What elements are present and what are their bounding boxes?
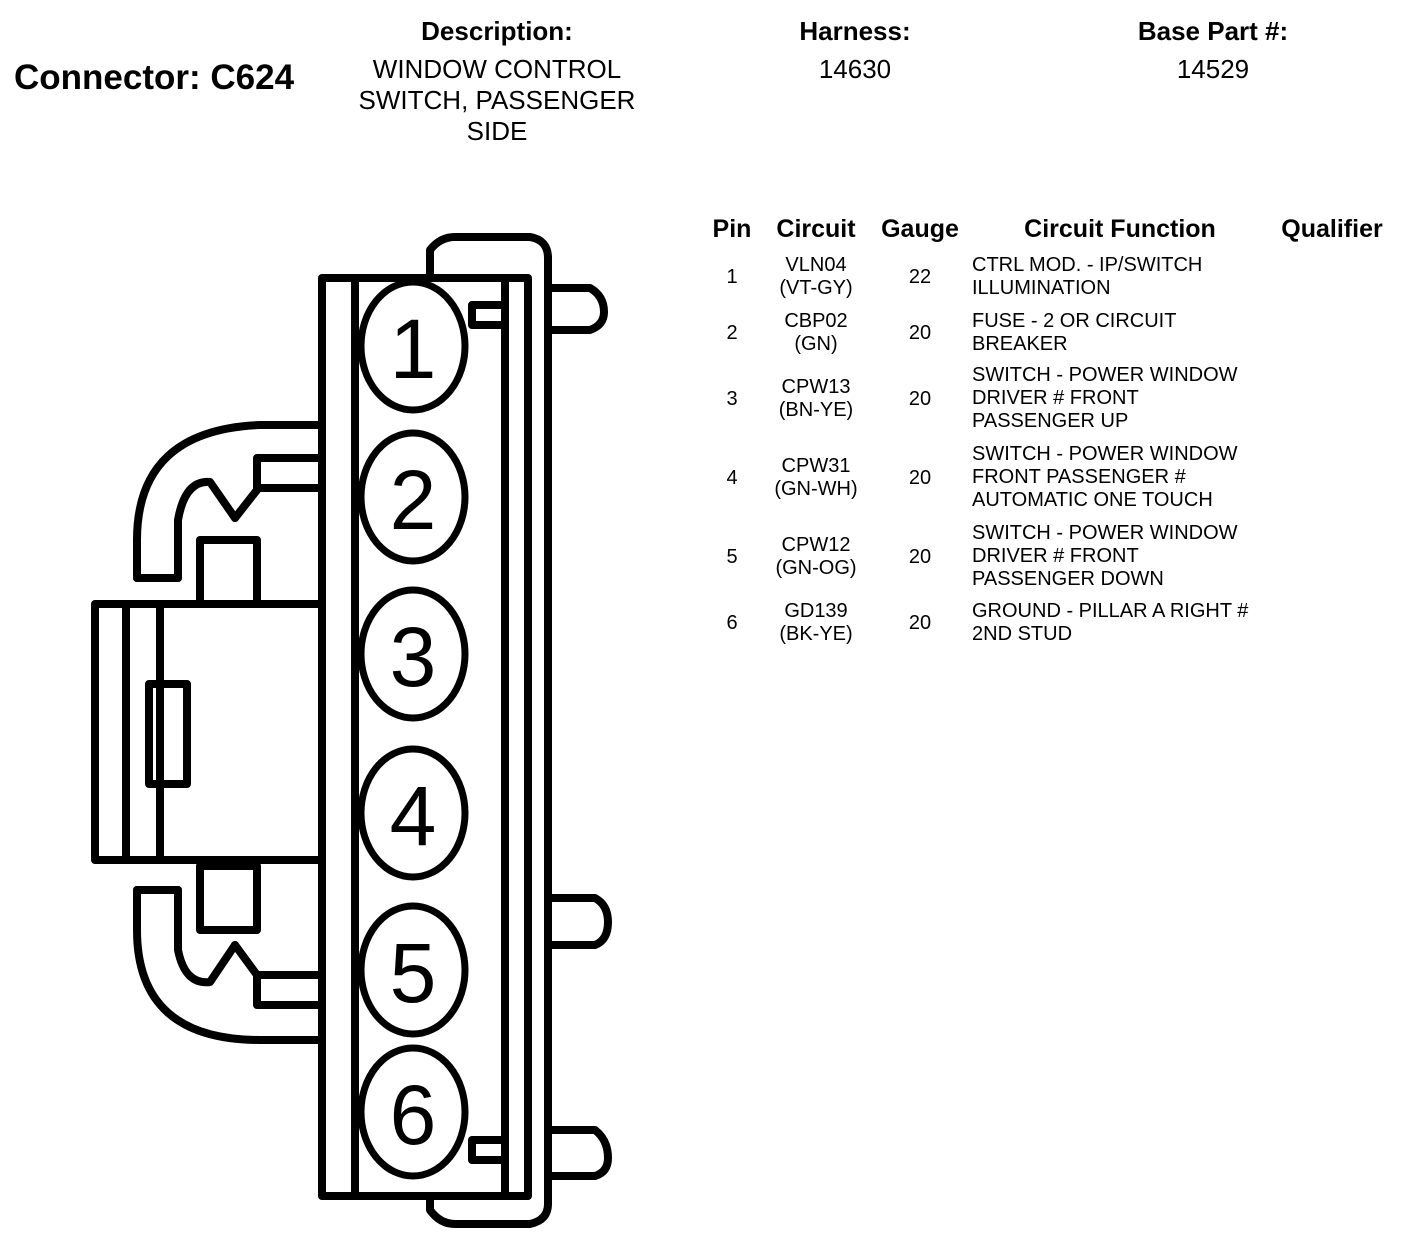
description-line: WINDOW CONTROL [372, 54, 622, 84]
function-line: SWITCH - POWER WINDOW [972, 443, 1238, 465]
circuit-cell: CPW13 (BN-YE) [760, 376, 872, 422]
circuit-cell: CPW31 (GN-WH) [760, 455, 872, 501]
pin-number: 2 [390, 453, 437, 547]
description-value: WINDOW CONTROL SWITCH, PASSENGER SIDE [340, 54, 654, 147]
pin-number: 6 [390, 1068, 437, 1162]
wire-color: (BN-YE) [778, 399, 854, 421]
description-line: SIDE [466, 116, 528, 146]
pin-number: 4 [390, 769, 437, 863]
column-header-pin: Pin [712, 215, 752, 243]
pin-cell: 2 [726, 322, 738, 344]
function-line: FUSE - 2 OR CIRCUIT [972, 310, 1177, 332]
connector-housing [91, 233, 612, 1228]
pin-cavity-4 [357, 745, 469, 881]
description-heading: Description: [421, 16, 573, 46]
pin-cavity-3 [357, 586, 469, 722]
function-line: PASSENGER UP [972, 410, 1129, 432]
column-header-gauge: Gauge [881, 215, 959, 243]
gauge-cell: 22 [908, 266, 932, 288]
pin-number: 5 [390, 926, 437, 1020]
function-cell: GROUND - PILLAR A RIGHT # 2ND STUD [972, 600, 1248, 646]
circuit-cell: GD139 (BK-YE) [760, 600, 872, 646]
wire-color: (BK-YE) [779, 623, 853, 645]
function-line: GROUND - PILLAR A RIGHT # [972, 600, 1249, 622]
pin-cell: 4 [726, 467, 738, 489]
gauge-cell: 20 [908, 612, 932, 634]
function-cell: SWITCH - POWER WINDOW DRIVER # FRONT PAS… [972, 364, 1238, 433]
base-part-value: 14529 [1176, 54, 1250, 84]
function-cell: SWITCH - POWER WINDOW FRONT PASSENGER # … [972, 443, 1238, 512]
function-line: PASSENGER DOWN [972, 568, 1164, 590]
pin-cavity-5 [357, 902, 469, 1038]
function-cell: SWITCH - POWER WINDOW DRIVER # FRONT PAS… [972, 522, 1238, 591]
column-header-circuit-function: Circuit Function [1024, 215, 1216, 243]
circuit-cell: CBP02 (GN) [760, 310, 872, 356]
description-line: SWITCH, PASSENGER [358, 85, 636, 115]
function-line: ILLUMINATION [972, 277, 1111, 299]
circuit-id: GD139 [784, 600, 848, 622]
wire-color: (VT-GY) [779, 277, 853, 299]
gauge-cell: 20 [908, 322, 932, 344]
circuit-id: CBP02 [784, 310, 848, 332]
wire-color: (GN-WH) [774, 478, 858, 500]
function-cell: CTRL MOD. - IP/SWITCH ILLUMINATION [972, 254, 1202, 300]
gauge-cell: 20 [908, 546, 932, 568]
circuit-id: VLN04 [785, 254, 847, 276]
pin-cavity-2 [357, 429, 469, 565]
pin-cell: 3 [726, 388, 738, 410]
function-line: 2ND STUD [972, 623, 1073, 645]
function-line: BREAKER [972, 333, 1068, 355]
gauge-cell: 20 [908, 467, 932, 489]
gauge-cell: 20 [908, 388, 932, 410]
function-line: AUTOMATIC ONE TOUCH [972, 489, 1213, 511]
pin-number: 3 [390, 610, 437, 704]
harness-value: 14630 [818, 54, 892, 84]
circuit-cell: VLN04 (VT-GY) [760, 254, 872, 300]
function-line: DRIVER # FRONT [972, 387, 1139, 409]
circuit-id: CPW12 [781, 534, 851, 556]
harness-heading: Harness: [799, 16, 911, 46]
function-cell: FUSE - 2 OR CIRCUIT BREAKER [972, 310, 1176, 356]
wire-color: (GN) [794, 333, 838, 355]
pin-number: 1 [390, 302, 437, 396]
function-line: DRIVER # FRONT [972, 545, 1139, 567]
pin-cell: 5 [726, 546, 738, 568]
wire-color: (GN-OG) [775, 557, 857, 579]
pin-cavity-1 [357, 278, 469, 414]
pin-cavity-6 [357, 1044, 469, 1180]
function-line: SWITCH - POWER WINDOW [972, 364, 1238, 386]
column-header-circuit: Circuit [776, 215, 856, 243]
function-line: FRONT PASSENGER # [972, 466, 1186, 488]
connector-diagram: 1 2 3 4 5 6 [91, 233, 612, 1228]
circuit-cell: CPW12 (GN-OG) [760, 534, 872, 580]
circuit-id: CPW13 [781, 376, 851, 398]
connector-title: Connector: C624 [14, 58, 295, 97]
function-line: CTRL MOD. - IP/SWITCH [972, 254, 1203, 276]
function-line: SWITCH - POWER WINDOW [972, 522, 1238, 544]
pin-cell: 1 [726, 266, 738, 288]
column-header-qualifier: Qualifier [1281, 215, 1383, 243]
pin-cavities [357, 278, 469, 1180]
circuit-id: CPW31 [781, 455, 851, 477]
base-part-heading: Base Part #: [1137, 16, 1289, 46]
pin-cell: 6 [726, 612, 738, 634]
